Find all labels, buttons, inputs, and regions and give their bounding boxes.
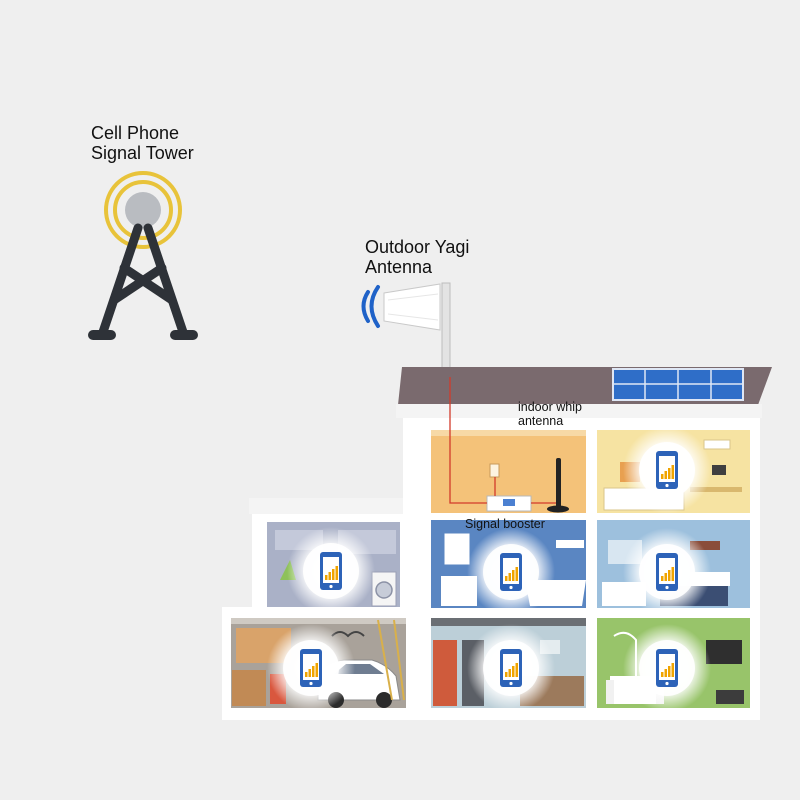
signal-booster-icon xyxy=(486,495,532,512)
booster-label-text: Signal booster xyxy=(465,517,545,531)
coax-cable xyxy=(449,377,556,504)
tower-label-line2: Signal Tower xyxy=(91,143,194,164)
tower-label-line1: Cell Phone xyxy=(91,123,180,143)
booster-label: Signal booster xyxy=(465,517,545,531)
whip-antenna-icon xyxy=(547,458,569,513)
yagi-label: Outdoor Yagi Antenna xyxy=(365,237,469,277)
tower-label: Cell Phone Signal Tower xyxy=(91,123,194,163)
whip-label-line2: antenna xyxy=(518,414,564,428)
whip-label-line1: indoor whip xyxy=(518,400,582,414)
yagi-antenna-icon xyxy=(361,282,451,378)
whip-label: indoor whip antenna xyxy=(518,400,582,428)
solar-panel-icon xyxy=(612,368,744,401)
signal-tower-icon xyxy=(88,171,198,340)
yagi-label-line1: Outdoor Yagi xyxy=(365,237,470,257)
house xyxy=(222,367,772,720)
yagi-label-line2: Antenna xyxy=(365,257,433,278)
